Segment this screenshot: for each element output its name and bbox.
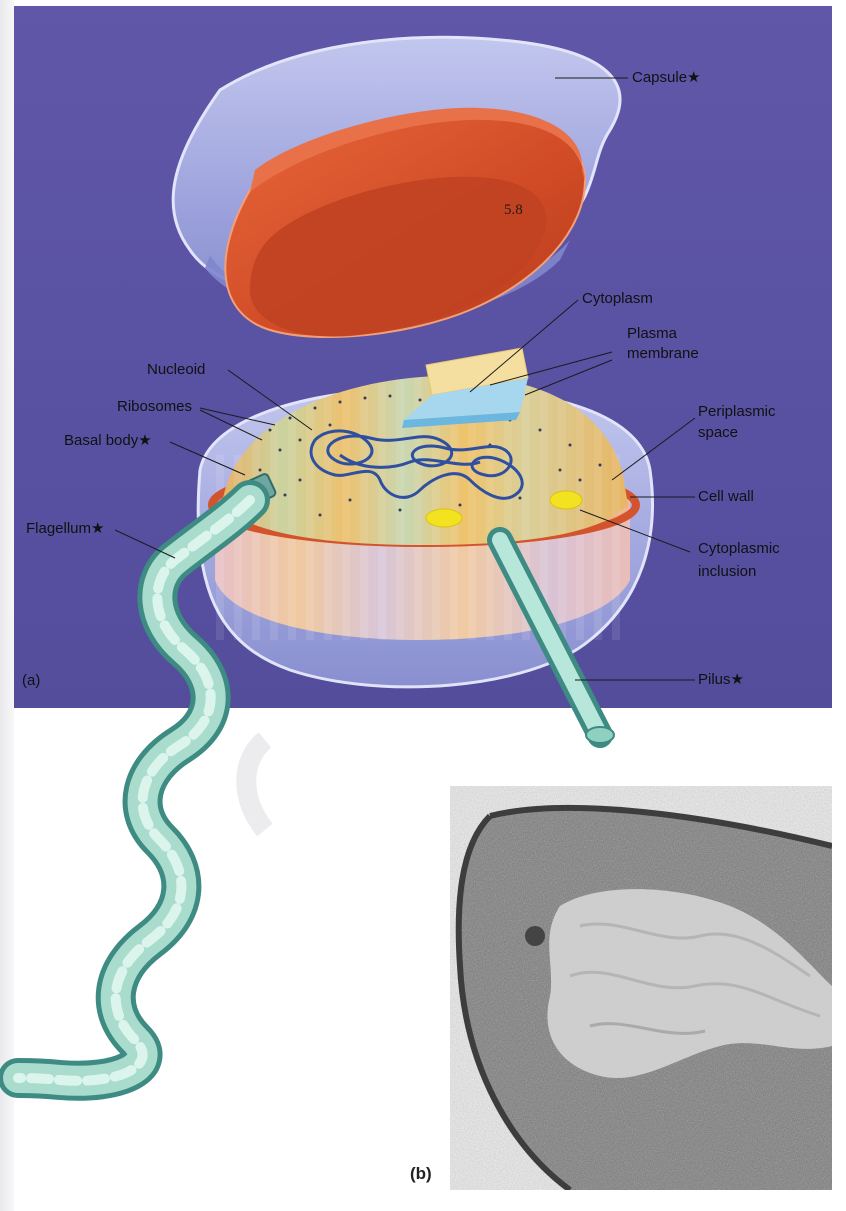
label-cell-wall: Cell wall [698, 488, 754, 506]
cytoplasmic-inclusion-2 [550, 491, 582, 509]
label-pilus: Pilus★ [698, 671, 744, 689]
cytoplasmic-inclusion-1 [426, 509, 462, 527]
panel-a-tag: (a) [22, 672, 40, 689]
label-plasma-membrane-line1: Plasma [627, 325, 677, 343]
label-cytoplasmic-inclusion-line1: Cytoplasmic [698, 540, 780, 558]
label-periplasmic-line2: space [698, 424, 738, 442]
micrograph-image [450, 786, 832, 1190]
electron-micrograph [450, 786, 832, 1190]
label-ribosomes: Ribosomes [117, 398, 192, 416]
label-cytoplasm: Cytoplasm [582, 290, 653, 308]
label-cytoplasmic-inclusion-line2: inclusion [698, 563, 756, 581]
label-periplasmic-line1: Periplasmic [698, 403, 776, 421]
label-basal-body: Basal body★ [64, 432, 152, 450]
panel-b-tag: (b) [410, 1164, 432, 1184]
label-flagellum: Flagellum★ [26, 520, 104, 538]
label-nucleoid: Nucleoid [147, 361, 205, 379]
label-plasma-membrane-line2: membrane [627, 345, 699, 363]
label-capsule: Capsule★ [632, 69, 700, 87]
page-mark: 5.8 [504, 202, 523, 219]
